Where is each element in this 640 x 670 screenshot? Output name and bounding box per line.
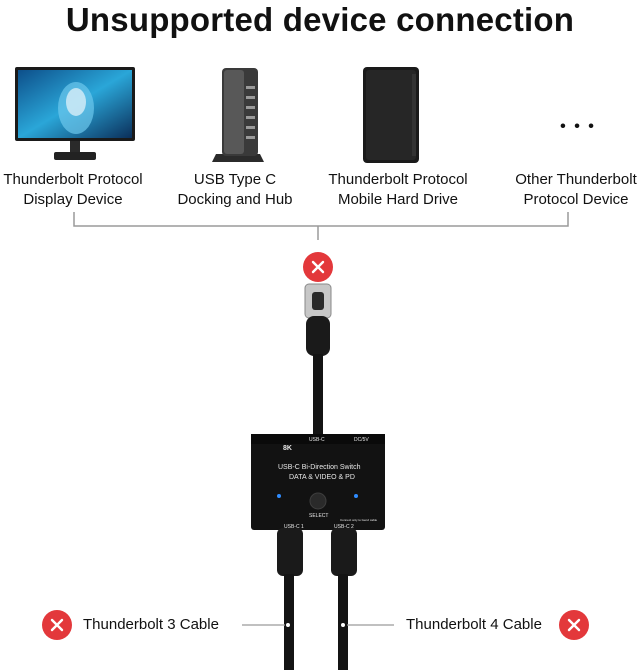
docking-hub-icon [212,68,264,162]
unsupported-x-icon [303,252,333,282]
unsupported-x-icon-right [559,610,589,640]
switch-port-usb-c-label: USB-C [309,437,325,443]
switch-port1-label: USB-C 1 [284,524,304,530]
hard-drive-icon [363,67,419,163]
unsupported-x-icon-left [42,610,72,640]
switch-port2-label: USB-C 2 [334,524,354,530]
ellipsis-icon: • • • [560,118,596,135]
monitor-icon [15,67,135,160]
usb-c-switch-device [242,283,394,670]
page-title: Unsupported device connection [65,1,575,38]
switch-title-line2: DATA & VIDEO & PD [289,474,355,481]
cable-label-tb4: Thunderbolt 4 Cable [406,616,542,633]
cable-label-tb3: Thunderbolt 3 Cable [83,616,219,633]
switch-title-line1: USB-C Bi-Direction Switch [278,464,361,471]
switch-note: Connect only to Gen2 cable [340,518,378,522]
bracket-connector [73,212,569,240]
switch-select-label: SELECT [309,513,329,519]
switch-8k-badge: 8K [283,445,292,452]
switch-port-dc-label: DC/5V [354,437,369,443]
